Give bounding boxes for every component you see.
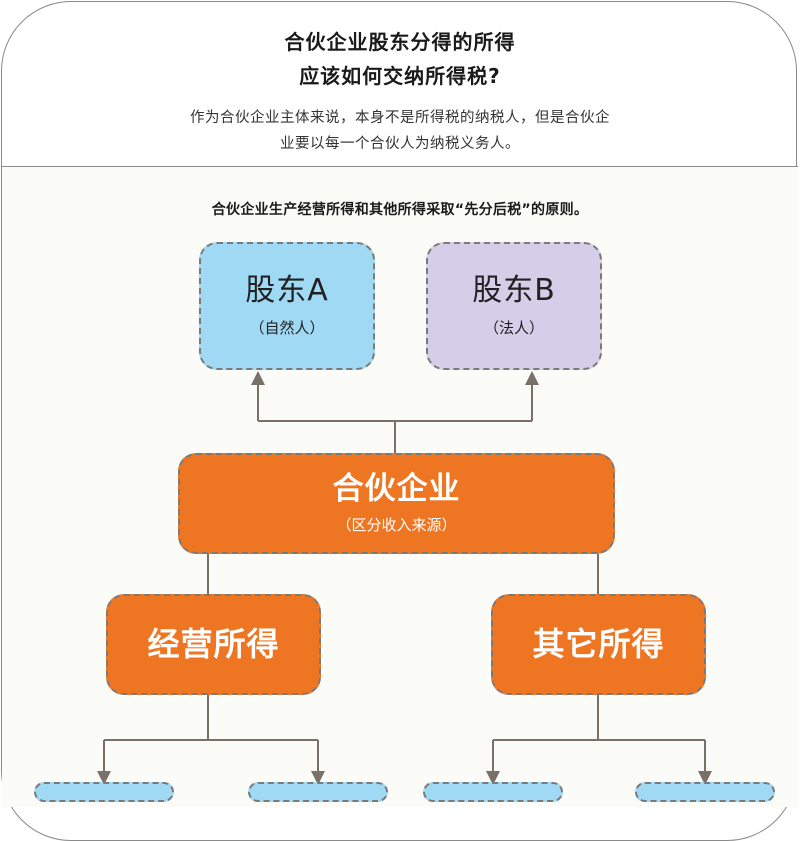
other-income-box: 其它所得 <box>491 594 706 695</box>
operating-child-box-left <box>34 782 174 802</box>
shareholder-a-box: 股东A （自然人） <box>199 242 375 370</box>
other-child-box-right <box>635 782 775 802</box>
partnership-name: 合伙企业 <box>332 470 461 507</box>
operating-income-label: 经营所得 <box>147 624 280 663</box>
other-child-box-left <box>423 782 563 802</box>
operating-child-box-right <box>248 782 388 802</box>
subtitle-line-1: 作为合伙企业主体来说，本身不是所得税的纳税人，但是合伙企 <box>190 110 610 126</box>
shareholder-a-name: 股东A <box>245 273 329 308</box>
shareholder-b-box: 股东B （法人） <box>426 242 602 370</box>
connector-other-branches <box>493 695 705 741</box>
title-line-1: 合伙企业股东分得的所得 <box>284 30 516 54</box>
connector-operating-branches <box>104 695 318 741</box>
section-divider <box>2 166 798 167</box>
shareholder-b-type: （法人） <box>483 319 544 337</box>
connector-to-shareholders <box>258 420 532 453</box>
principle-text: 合伙企业生产经营所得和其他所得采取“先分后税”的原则。 <box>211 202 589 218</box>
connector-lines <box>97 371 712 785</box>
header-panel: 合伙企业股东分得的所得 应该如何交纳所得税? 作为合伙企业主体来说，本身不是所得… <box>0 0 800 166</box>
title-line-2: 应该如何交纳所得税? <box>299 64 501 88</box>
shareholder-a-type: （自然人） <box>249 319 325 337</box>
partnership-note: （区分收入来源） <box>336 516 457 535</box>
other-income-label: 其它所得 <box>532 624 665 663</box>
shareholder-b-name: 股东B <box>472 273 556 308</box>
subtitle-line-2: 业要以每一个合伙人为纳税义务人。 <box>280 136 520 152</box>
operating-income-box: 经营所得 <box>106 594 321 695</box>
partnership-box: 合伙企业 （区分收入来源） <box>178 453 615 554</box>
